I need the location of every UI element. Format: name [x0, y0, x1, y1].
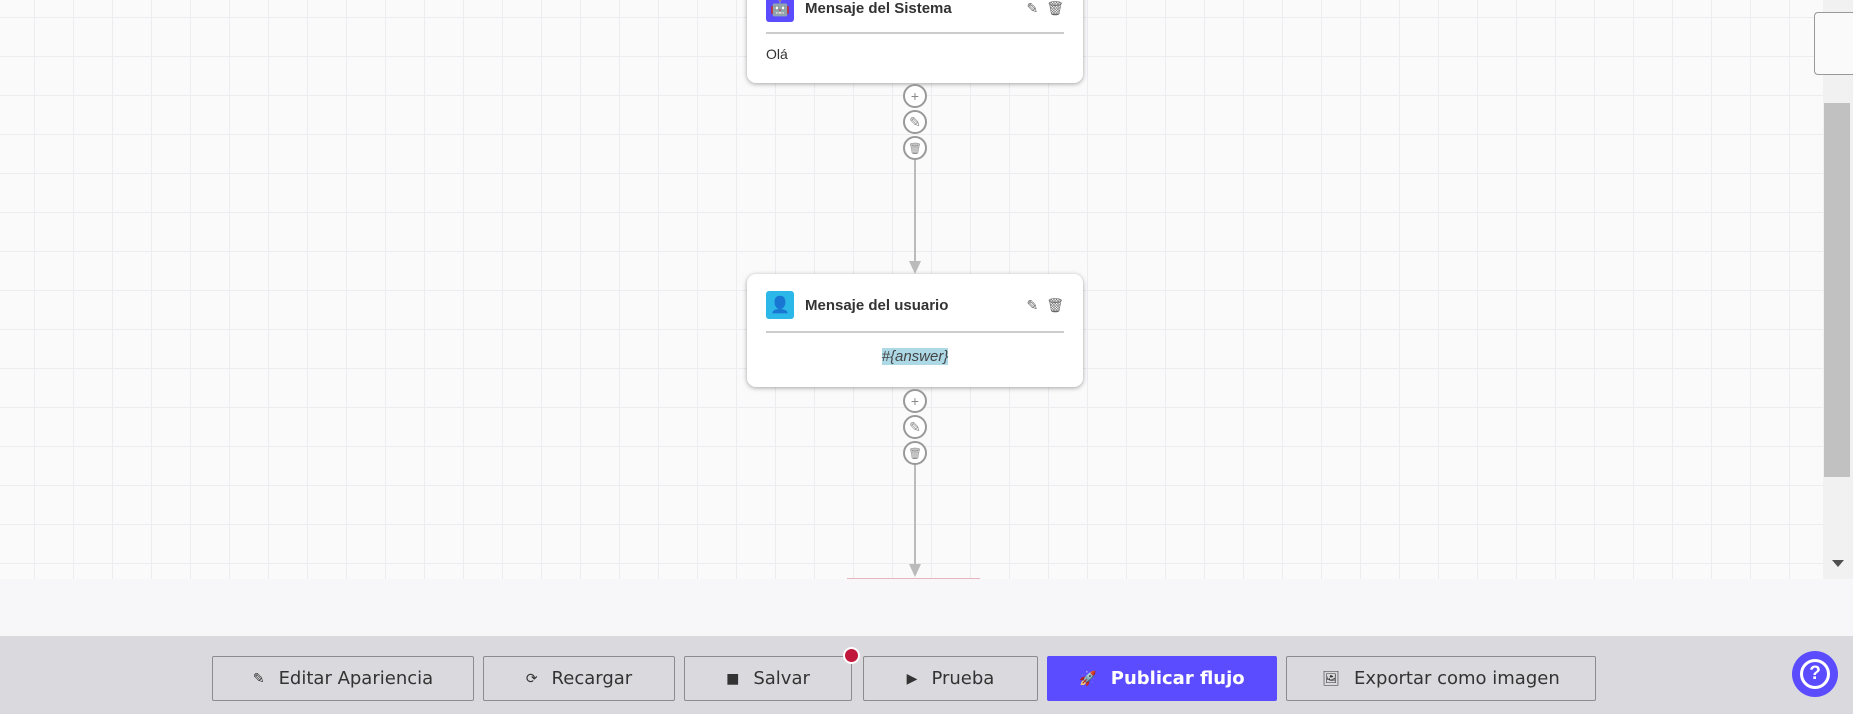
- node-content: #{answer}: [881, 348, 949, 365]
- delete-connection-button[interactable]: 🗑: [903, 441, 927, 465]
- test-button[interactable]: ▶Prueba: [863, 656, 1038, 701]
- node-user-message[interactable]: 👤 Mensaje del usuario ✎ 🗑 #{answer}: [747, 274, 1083, 387]
- question-icon: ?: [1800, 659, 1830, 689]
- trash-icon[interactable]: 🗑: [1046, 296, 1064, 313]
- node-title: Mensaje del usuario: [805, 296, 949, 314]
- plus-icon: +: [910, 88, 920, 104]
- save-button[interactable]: ■Salvar: [684, 656, 852, 701]
- side-panel-tab[interactable]: [1814, 12, 1853, 75]
- node-content: Olá: [766, 46, 788, 62]
- edit-connection-button[interactable]: ✎: [903, 110, 927, 134]
- pencil-icon[interactable]: ✎: [1026, 0, 1039, 16]
- add-node-button[interactable]: +: [903, 389, 927, 413]
- publish-flow-button[interactable]: 🚀Publicar flujo: [1047, 656, 1277, 701]
- bottom-toolbar: ✎Editar Apariencia ⟳Recargar ■Salvar ▶Pr…: [0, 636, 1853, 714]
- trash-icon[interactable]: 🗑: [1046, 0, 1064, 16]
- edit-connection-button[interactable]: ✎: [903, 415, 927, 439]
- node-system-message[interactable]: 🤖 Mensaje del Sistema ✎ 🗑 Olá: [747, 0, 1083, 83]
- trash-icon: 🗑: [908, 142, 922, 155]
- export-image-button[interactable]: 🖼Exportar como imagen: [1286, 656, 1596, 701]
- scrollbar-thumb[interactable]: [1824, 103, 1850, 477]
- unsaved-indicator: [843, 647, 860, 664]
- plus-icon: +: [910, 393, 920, 409]
- user-icon: 👤: [766, 291, 794, 319]
- pencil-icon: ✎: [909, 113, 921, 130]
- robot-icon: 🤖: [766, 0, 794, 22]
- refresh-icon: ⟳: [525, 670, 538, 687]
- pencil-icon: ✎: [909, 418, 921, 435]
- next-node-edge: [847, 578, 980, 579]
- reload-button[interactable]: ⟳Recargar: [483, 656, 675, 701]
- node-title: Mensaje del Sistema: [805, 0, 952, 17]
- rocket-icon: 🚀: [1079, 670, 1097, 687]
- help-button[interactable]: ?: [1792, 651, 1838, 697]
- flow-canvas[interactable]: 🤖 Mensaje del Sistema ✎ 🗑 Olá + ✎ 🗑 👤 Men…: [0, 0, 1823, 579]
- edit-appearance-button[interactable]: ✎Editar Apariencia: [212, 656, 474, 701]
- play-icon: ▶: [906, 670, 918, 687]
- pencil-icon[interactable]: ✎: [1026, 296, 1039, 313]
- trash-icon: 🗑: [908, 447, 922, 460]
- scroll-down-arrow-icon[interactable]: [1832, 560, 1844, 567]
- image-icon: 🖼: [1322, 670, 1341, 687]
- delete-connection-button[interactable]: 🗑: [903, 136, 927, 160]
- edit-icon: ✎: [252, 670, 265, 687]
- save-icon: ■: [726, 670, 740, 687]
- add-node-button[interactable]: +: [903, 84, 927, 108]
- vertical-scrollbar[interactable]: [1823, 0, 1853, 579]
